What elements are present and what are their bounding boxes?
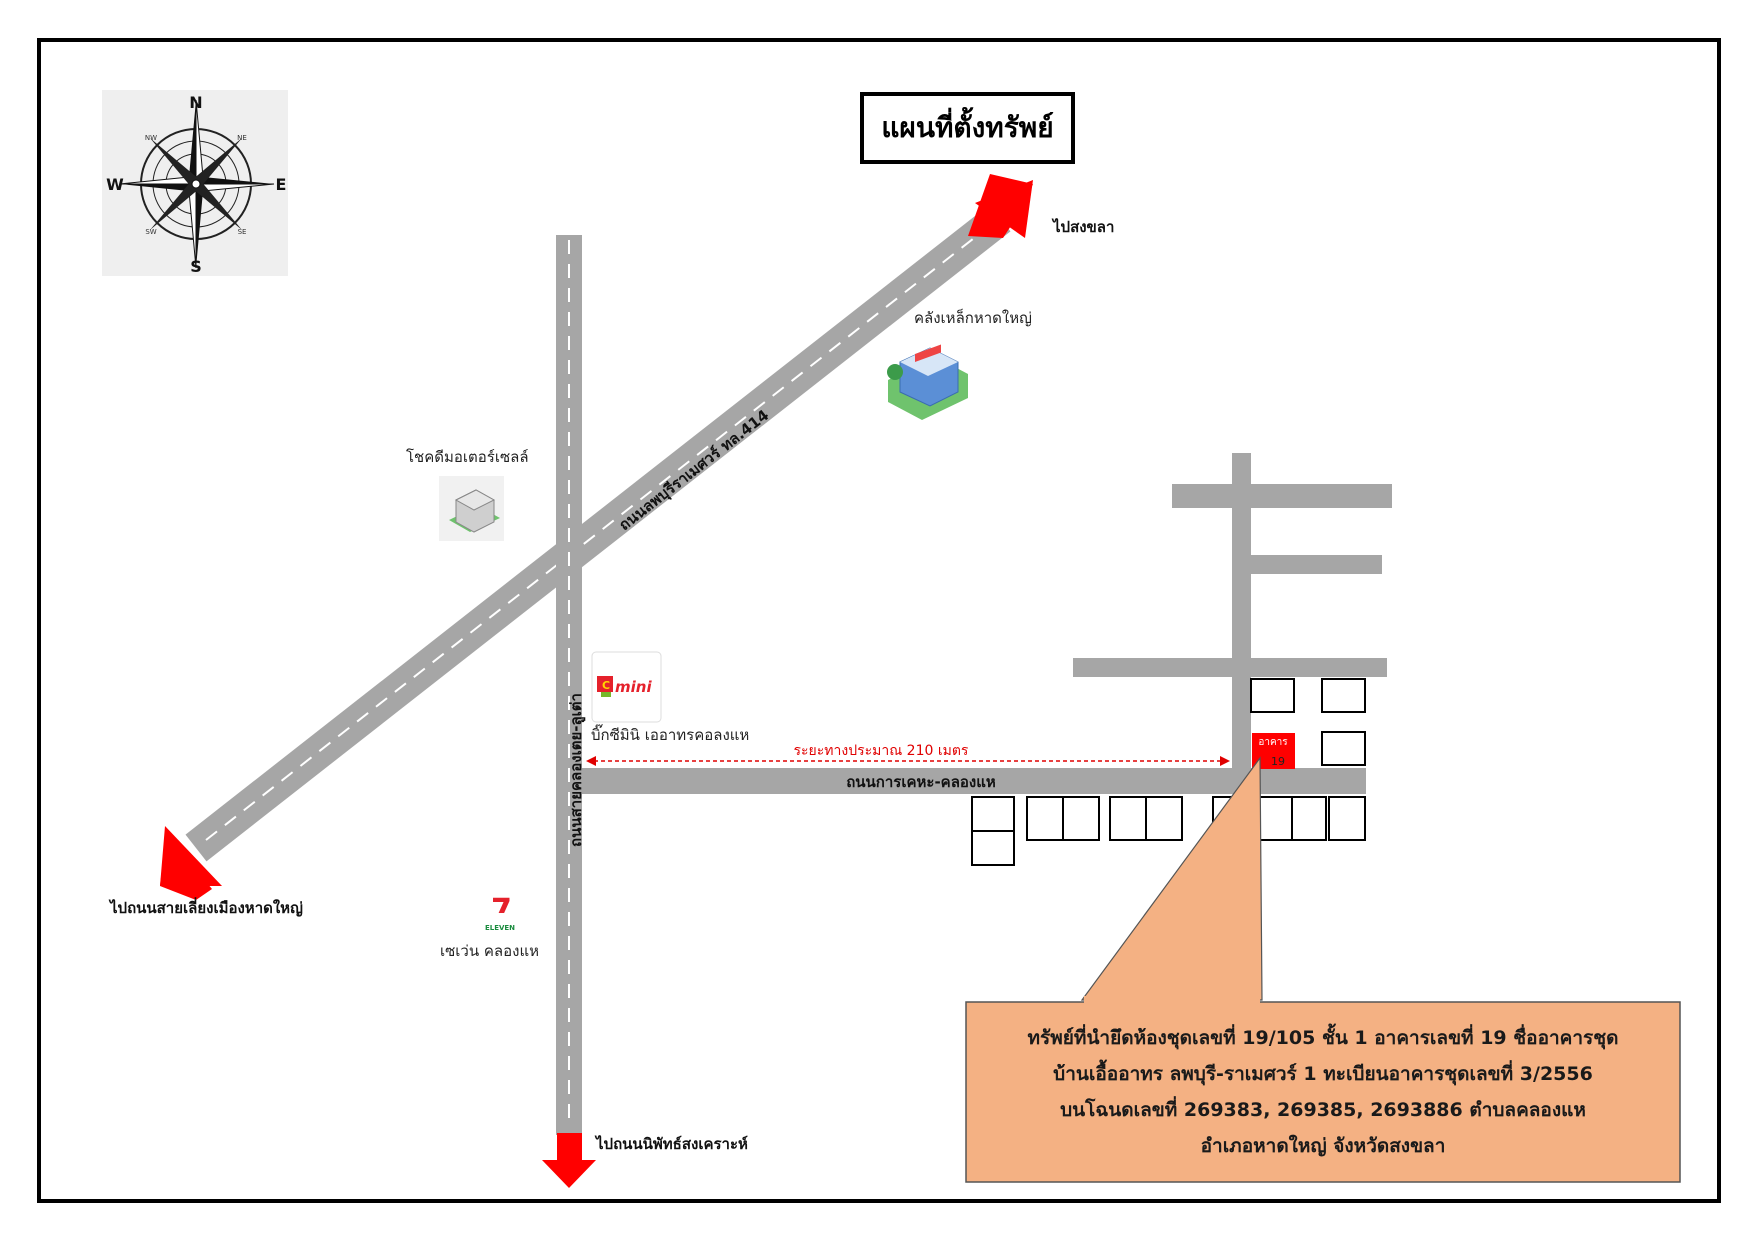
bigc-mini-logo-icon: C bbox=[591, 651, 662, 723]
compass-rose-icon bbox=[102, 90, 288, 276]
svg-text:7: 7 bbox=[491, 893, 512, 928]
seven-eleven-label: เซเว่น คลองแห bbox=[440, 942, 539, 960]
diagonal-road bbox=[185, 204, 1011, 862]
chokdee-motor-icon bbox=[439, 476, 504, 541]
svg-text:C: C bbox=[602, 679, 610, 692]
compass-sw-label: SW bbox=[145, 228, 156, 236]
compass-west-label: W bbox=[106, 175, 124, 194]
callout-box bbox=[965, 1001, 1681, 1183]
callout-seam bbox=[1084, 996, 1260, 1004]
arrow-to-songkhla-head bbox=[975, 180, 1033, 238]
page-title: แผนที่ตั้งทรัพย์ bbox=[860, 92, 1075, 164]
compass-se-label: SE bbox=[238, 228, 247, 236]
estate-roads bbox=[1073, 453, 1392, 770]
building-blocks bbox=[971, 678, 1366, 866]
target-building-label: อาคาร bbox=[1258, 737, 1288, 748]
horizontal-road bbox=[582, 768, 1366, 794]
distance-label: ระยะทางประมาณ 210 เมตร bbox=[794, 743, 969, 759]
arrow-to-niphat-icon bbox=[542, 1133, 596, 1188]
compass-east-label: E bbox=[276, 175, 287, 194]
to-songkhla-label: ไปสงขลา bbox=[1051, 217, 1114, 236]
arrow-to-bypass-head bbox=[160, 826, 222, 886]
seven-eleven-brand: ELEVEN bbox=[485, 924, 515, 932]
callout-line-2: บ้านเอื้ออาทร ลพบุรี-ราเมศวร์ 1 ทะเบียนอ… bbox=[1053, 1063, 1593, 1085]
steel-warehouse-icon bbox=[887, 344, 968, 420]
callout-text: ทรัพย์ที่นำยึดห้องชุดเลขที่ 19/105 ชั้น … bbox=[966, 1002, 1680, 1182]
compass-ne-label: NE bbox=[237, 134, 247, 142]
horizontal-road-label: ถนนการเคหะ-คลองแห bbox=[846, 773, 996, 791]
to-niphat-label: ไปถนนนิพัทธ์สงเคราะห์ bbox=[594, 1134, 748, 1153]
steel-warehouse-label: คลังเหล็กหาดใหญ่ bbox=[914, 308, 1032, 327]
seven-eleven-logo-icon: 7 bbox=[485, 893, 515, 928]
callout-line-1: ทรัพย์ที่นำยึดห้องชุดเลขที่ 19/105 ชั้น … bbox=[1027, 1027, 1619, 1049]
compass-south-label: S bbox=[190, 257, 202, 276]
vertical-road bbox=[556, 235, 582, 1135]
distance-marker bbox=[586, 756, 1230, 766]
target-building-number: 19 bbox=[1271, 755, 1285, 768]
chokdee-motor-label: โชคดีมอเตอร์เซลล์ bbox=[406, 448, 529, 466]
bigc-mini-logo-text: mini bbox=[615, 678, 652, 696]
to-bypass-label: ไปถนนสายเลี่ยงเมืองหาดใหญ่ bbox=[108, 897, 303, 917]
compass-nw-label: NW bbox=[145, 134, 157, 142]
callout-line-4: อำเภอหาดใหญ่ จังหวัดสงขลา bbox=[1200, 1135, 1446, 1157]
callout-line-3: บนโฉนดเลขที่ 269383, 269385, 2693886 ตำบ… bbox=[1060, 1099, 1586, 1121]
vertical-road-label: ถนนสายคลองเตย-ลูเต่า bbox=[567, 693, 586, 847]
compass-north-label: N bbox=[189, 93, 202, 112]
bigc-mini-label: บิ๊กซีมินิ เออาทรคอลงแห bbox=[591, 724, 749, 744]
